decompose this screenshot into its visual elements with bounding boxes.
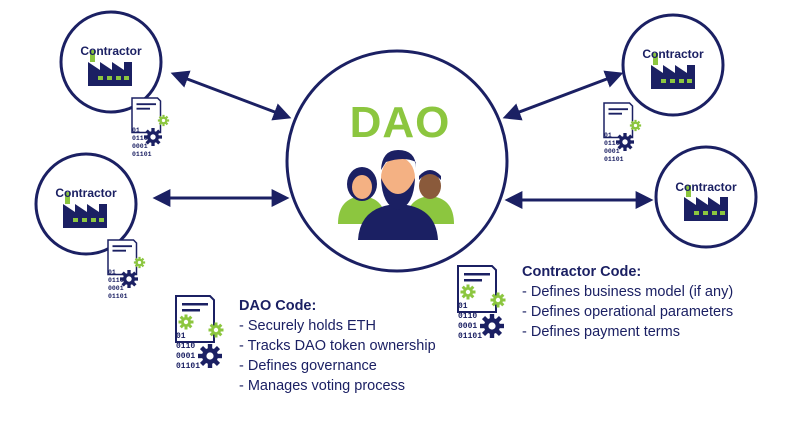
dao-title: DAO [349, 98, 451, 147]
contractor-label: Contractor [675, 180, 737, 194]
contractor-label: Contractor [80, 44, 142, 58]
contractor-label: Contractor [642, 47, 704, 61]
arrow-dao-top-right [502, 70, 624, 121]
binary-line: 0110 [108, 277, 124, 284]
contractor-code-item: - Defines business model (if any) [522, 284, 734, 300]
dao-code-block: DAO Code: - Securely holds ETH - Tracks … [239, 296, 436, 396]
contractor-circle-top-right [621, 13, 725, 117]
contractor-code-item: - Defines operational parameters [522, 304, 734, 320]
contractor-circle-top-left [59, 10, 163, 114]
binary-line: 0110 [176, 342, 195, 351]
binary-line: 0001 [108, 285, 124, 292]
contractor-circle-mid-left [34, 152, 138, 256]
binary-line: 01101 [176, 362, 200, 371]
dao-code-item: - Manages voting process [239, 378, 406, 394]
dao-code-item: - Securely holds ETH [239, 318, 376, 334]
binary-line: 01 [176, 332, 186, 341]
binary-line: 0110 [604, 140, 620, 147]
binary-line: 0001 [604, 148, 620, 155]
binary-line: 0110 [458, 312, 477, 321]
binary-line: 01 [108, 269, 116, 276]
binary-line: 01101 [108, 293, 128, 300]
contractor-circle-mid-right [654, 145, 758, 249]
contractor-code-item: - Defines payment terms [522, 324, 680, 340]
binary-line: 01 [458, 302, 468, 311]
binary-line: 01 [132, 127, 140, 134]
binary-line: 0001 [176, 352, 195, 361]
contractor-code-block: Contractor Code: - Defines business mode… [522, 262, 733, 342]
binary-line: 01101 [604, 156, 624, 163]
binary-line: 01101 [132, 151, 152, 158]
binary-line: 0001 [132, 143, 148, 150]
dao-code-item: - Defines governance [239, 358, 377, 374]
dao-code-heading: DAO Code: [239, 298, 317, 314]
contractor-label: Contractor [55, 186, 117, 200]
binary-line: 0001 [458, 322, 477, 331]
binary-line: 0110 [132, 135, 148, 142]
contractor-code-heading: Contractor Code: [522, 264, 642, 280]
people-icon [338, 150, 454, 240]
binary-line: 01101 [458, 332, 482, 341]
arrow-dao-top-left [170, 70, 292, 121]
binary-line: 01 [604, 132, 612, 139]
dao-code-item: - Tracks DAO token ownership [239, 338, 436, 354]
